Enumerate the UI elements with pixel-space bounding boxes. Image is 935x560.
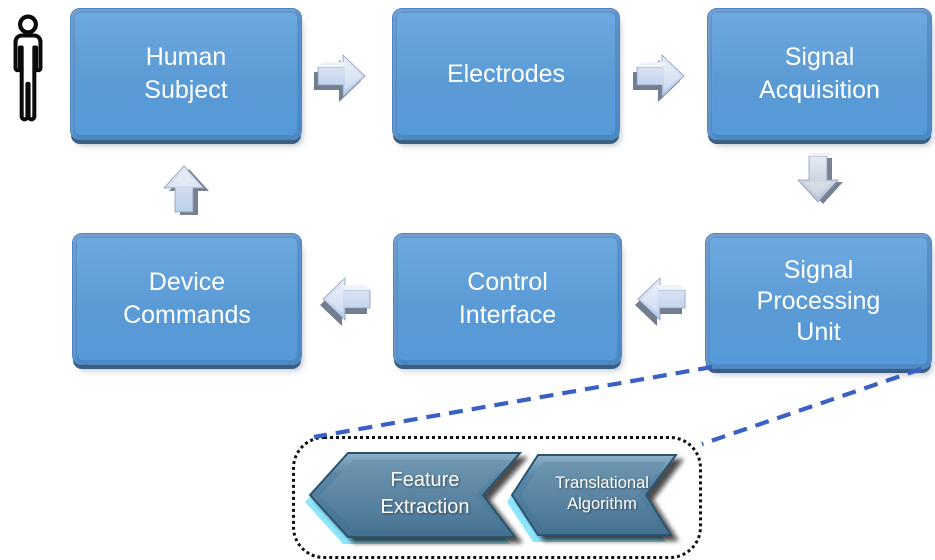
- box-label-line: Subject: [144, 76, 228, 104]
- box-label-line: Electrodes: [446, 59, 566, 88]
- box-control-interface: Control Interface: [393, 233, 622, 365]
- box-label-line: Processing: [756, 286, 881, 315]
- box-label-line: Device: [148, 268, 226, 296]
- translational-algorithm-label: Translational Algorithm: [527, 473, 677, 516]
- box-label-line: Control: [467, 268, 548, 296]
- chevron-label-line: Algorithm: [567, 495, 637, 514]
- chevron-label-line: Extraction: [380, 496, 470, 518]
- box-signal-processing-unit: Signal Processing Unit: [705, 233, 932, 369]
- box-electrodes: Electrodes: [392, 8, 620, 140]
- box-signal-acquisition: Signal Acquisition: [707, 8, 932, 140]
- box-label-line: Interface: [458, 301, 557, 329]
- box-human-subject: Human Subject: [70, 8, 302, 140]
- box-label-line: Acquisition: [759, 76, 880, 104]
- chevron-label-line: Translational: [555, 474, 649, 492]
- box-label-line: Commands: [123, 301, 251, 329]
- chevron-label-line: Feature: [390, 469, 460, 491]
- arrow-down-3d-icon: [797, 153, 843, 204]
- dashed-connector-right: [701, 367, 922, 446]
- box-device-commands: Device Commands: [72, 233, 302, 365]
- box-label-line: Human: [145, 43, 227, 71]
- box-label-line: Unit: [796, 317, 841, 346]
- box-label-line: Signal: [783, 255, 854, 284]
- dashed-connector-left: [313, 364, 713, 440]
- person-icon: [13, 14, 43, 122]
- box-label-line: Signal: [784, 43, 855, 71]
- arrow-left-3d-icon: [320, 277, 371, 326]
- arrow-right-3d-icon: [314, 54, 366, 102]
- arrow-left-3d-icon: [635, 277, 686, 326]
- arrow-up-3d-icon: [163, 165, 209, 215]
- arrow-right-3d-icon: [633, 54, 685, 102]
- feature-extraction-label: Feature Extraction: [340, 467, 510, 521]
